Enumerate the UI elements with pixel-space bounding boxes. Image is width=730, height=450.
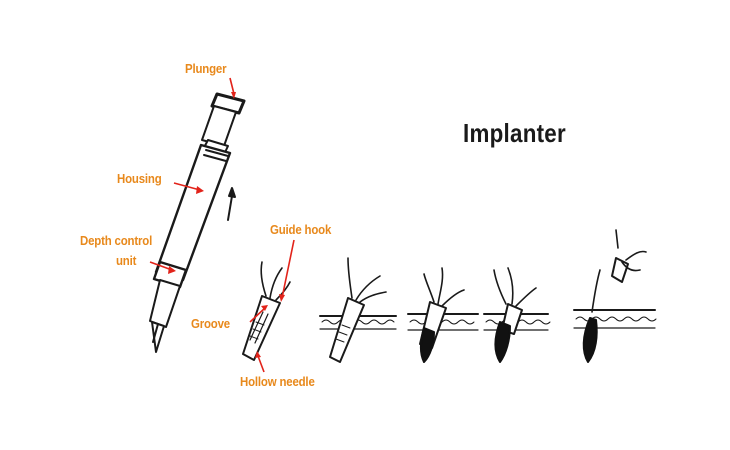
housing-pointer <box>173 182 204 194</box>
needle-5-withdrawn <box>611 257 629 283</box>
label-groove: Groove <box>191 316 231 331</box>
label-hollow-needle: Hollow needle <box>240 374 315 389</box>
plunger-pointer <box>229 77 236 99</box>
hollow-needle-pointer <box>255 351 265 373</box>
groove-pointer <box>249 305 268 323</box>
stage-3 <box>407 267 479 363</box>
implanter-device <box>149 92 246 353</box>
graft-3 <box>420 327 435 363</box>
label-depth-control-line2: unit <box>116 253 137 268</box>
housing-body <box>154 143 232 282</box>
guide-hook-pointer <box>279 239 295 302</box>
stage-5 <box>573 229 657 363</box>
label-depth-control-line1: Depth control <box>80 233 153 248</box>
label-plunger: Plunger <box>185 61 227 76</box>
stage-1 <box>242 261 291 361</box>
needle-2 <box>329 297 365 363</box>
lower-barrel <box>149 279 181 328</box>
pointer-arrows <box>149 77 295 373</box>
graft-4 <box>494 321 511 363</box>
depth-control-pointer <box>149 261 176 274</box>
stage-2 <box>319 257 397 363</box>
graft-5 <box>582 317 598 363</box>
plunger-cap <box>210 92 246 115</box>
label-guide-hook: Guide hook <box>270 222 332 237</box>
diagram-title: Implanter <box>463 118 566 148</box>
stage-4 <box>483 267 551 363</box>
label-housing: Housing <box>117 171 162 186</box>
